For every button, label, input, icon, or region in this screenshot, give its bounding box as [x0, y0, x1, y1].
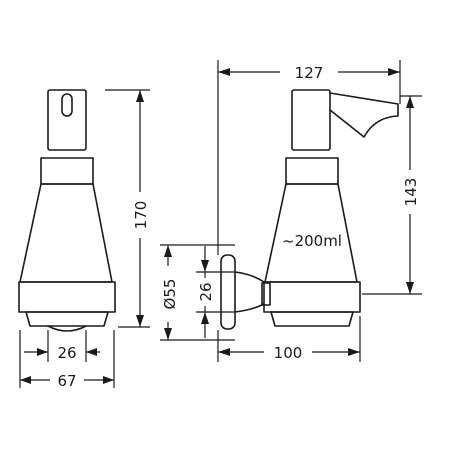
front-base — [25, 311, 109, 327]
dim-170-label: 170 — [132, 201, 150, 230]
dim-143-arrow-bottom — [406, 282, 414, 294]
dim-26b-arrow-left — [37, 348, 48, 356]
holder-clamp — [261, 282, 271, 306]
side-neck — [285, 157, 339, 185]
side-pump-head — [291, 89, 331, 151]
dim-143-label: 143 — [402, 178, 420, 207]
dim-55-arrow-top — [164, 245, 172, 257]
dim-26m-label-bg — [196, 278, 214, 306]
wall-rosette — [220, 254, 236, 330]
front-pump-slot — [61, 93, 73, 117]
side-spout — [329, 92, 399, 138]
dim-127-arrow-right — [388, 68, 400, 76]
dim-127-arrow-left — [218, 68, 230, 76]
front-holder-band — [18, 281, 116, 313]
side-holder-band — [263, 281, 361, 313]
dim-26m-label: 26 — [197, 282, 215, 301]
dim-55-label: Ø55 — [161, 279, 179, 310]
dim-100-arrow-left — [218, 348, 230, 356]
dim-67-arrow-right — [103, 376, 114, 384]
front-pump-head — [47, 89, 87, 151]
dim-26m-arrow-top — [201, 260, 209, 272]
dim-55-label-bg — [160, 266, 178, 322]
dim-26b-arrow-right — [86, 348, 97, 356]
dim-100-label: 100 — [274, 344, 303, 362]
front-neck — [40, 157, 94, 185]
side-view: ~200ml 127 143 Ø55 26 — [160, 60, 422, 362]
dim-143-arrow-top — [406, 96, 414, 108]
front-base-curve — [47, 325, 87, 332]
side-base — [270, 311, 354, 327]
dim-100-arrow-right — [348, 348, 360, 356]
dim-127-label: 127 — [295, 64, 324, 82]
dim-67-label: 67 — [57, 372, 76, 390]
dim-55-arrow-bottom — [164, 328, 172, 340]
dim-143-label-bg — [400, 170, 420, 214]
holder-arm — [234, 271, 265, 313]
dim-170-label-bg — [130, 192, 150, 238]
dim-26b-label: 26 — [57, 344, 76, 362]
dim-67-arrow-left — [20, 376, 31, 384]
dim-170-arrow-bottom — [136, 315, 144, 327]
front-glass-body — [19, 183, 113, 283]
dim-26m-arrow-bottom — [201, 312, 209, 324]
dim-170-arrow-top — [136, 90, 144, 102]
front-view: 170 26 67 — [18, 89, 150, 390]
capacity-label: ~200ml — [282, 232, 342, 250]
